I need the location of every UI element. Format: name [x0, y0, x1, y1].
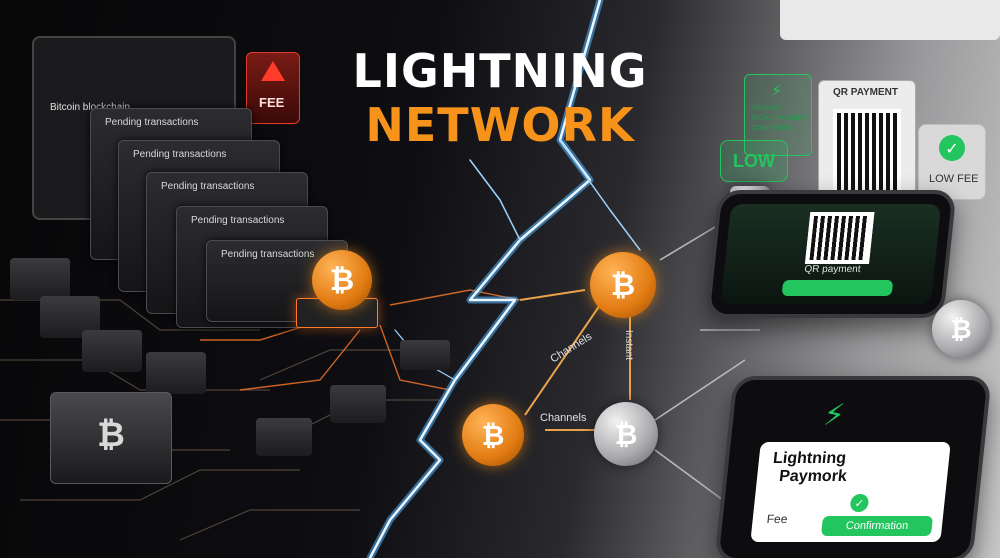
confirm-button[interactable]	[781, 280, 894, 296]
confirmation-button[interactable]: Confirmation	[820, 516, 934, 536]
server-block	[256, 418, 312, 456]
low-badge: LOW	[720, 140, 788, 182]
bitcoin-icon: ₿	[97, 415, 125, 455]
headline-line2: NETWORK	[365, 98, 635, 152]
warning-icon	[261, 61, 285, 81]
lightning-bolt-icon: ⚡	[771, 81, 783, 100]
lightning-bolt-icon: ⚡	[821, 398, 847, 433]
micro-line: CONFIRMED	[751, 125, 794, 132]
server-stack: ₿	[50, 392, 172, 484]
qr-code-icon	[804, 212, 875, 264]
fee-label: Fee	[766, 512, 789, 526]
pending-label: Pending transactions	[105, 117, 199, 128]
bitcoin-icon: ₿	[312, 250, 372, 310]
monitor	[780, 0, 1000, 40]
low-label: LOW	[733, 150, 775, 171]
micro-payment-badge: ⚡ INSTANT MICRO-PAYMENT CONFIRMED	[744, 74, 812, 156]
bitcoin-icon: ₿	[594, 402, 658, 466]
card-title-line2: Paymork	[778, 468, 848, 485]
qr-payment-label: QR PAYMENT	[833, 87, 899, 98]
low-fee-label: LOW FEE	[929, 173, 979, 185]
low-fee-badge: ✓ LOW FEE	[918, 124, 986, 200]
bitcoin-icon: ₿	[462, 404, 524, 466]
qr-screen-label: QR payment	[803, 264, 862, 275]
micro-line: INSTANT	[751, 105, 781, 112]
bitcoin-icon: ₿	[932, 300, 990, 358]
bitcoin-icon: ₿	[590, 252, 656, 318]
phone-lightning: ⚡ Lightning Paymork ✓ Fee Confirmation	[714, 376, 992, 558]
fee-warning: FEE	[246, 52, 300, 124]
pending-label: Pending transactions	[221, 249, 315, 260]
instant-label: Instant	[623, 330, 634, 361]
server-block	[330, 385, 386, 423]
headline: LIGHTNING NETWORK	[300, 48, 700, 148]
pending-label: Pending transactions	[161, 181, 255, 192]
server-block	[10, 258, 70, 300]
phone-screen: ⚡ Lightning Paymork ✓ Fee Confirmation	[729, 390, 977, 548]
pending-label: Pending transactions	[191, 215, 285, 226]
card-title-line1: Lightning	[772, 450, 847, 467]
phone-screen: QR payment	[720, 204, 942, 304]
server-block	[400, 340, 450, 370]
qr-code-icon	[833, 109, 901, 197]
check-icon: ✓	[849, 494, 870, 512]
lightning-card: Lightning Paymork ✓ Fee Confirmation	[750, 442, 951, 542]
server-block	[146, 352, 206, 394]
fee-label: FEE	[259, 95, 285, 110]
server-block	[82, 330, 142, 372]
channels-label: Channels	[540, 412, 587, 424]
micro-line: MICRO-PAYMENT	[751, 115, 810, 122]
blockchain-label: Bitcoin blockchain	[50, 102, 131, 113]
headline-line1: LIGHTNING	[352, 44, 648, 98]
check-icon: ✓	[939, 135, 965, 161]
phone-qr: QR payment	[705, 190, 957, 318]
pending-label: Pending transactions	[133, 149, 227, 160]
